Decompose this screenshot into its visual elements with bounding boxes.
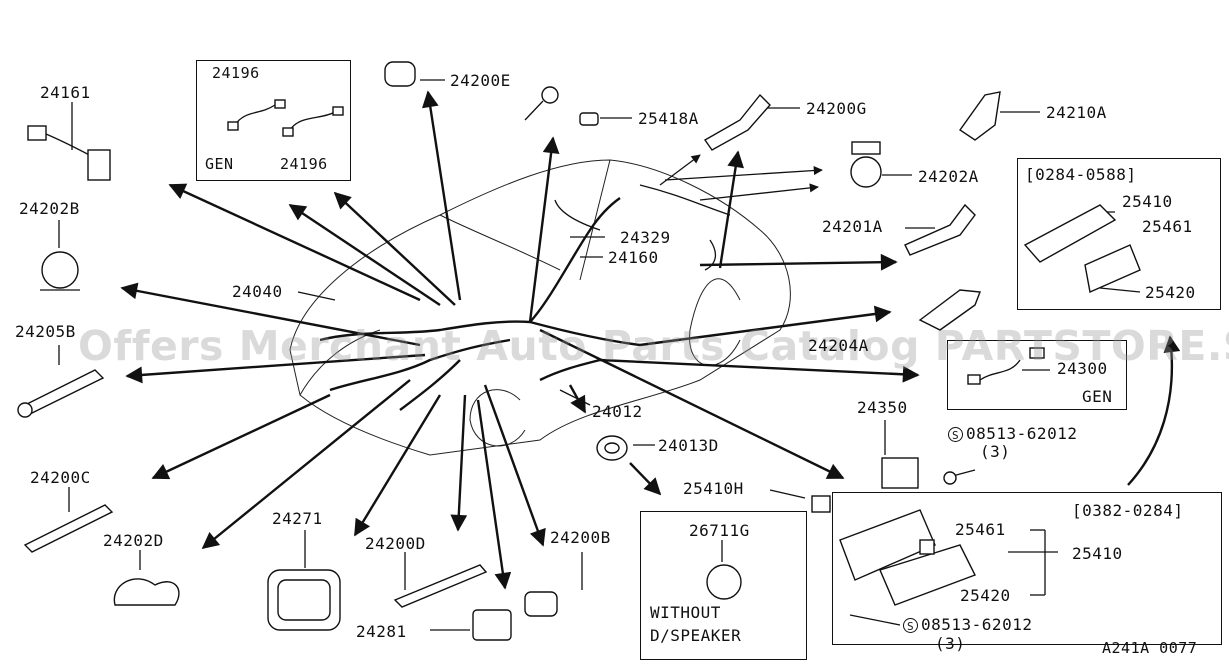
part-24200D-strap bbox=[393, 564, 488, 608]
part-24161-connector bbox=[27, 125, 111, 181]
part-24350-relay bbox=[881, 457, 957, 489]
label-24040: 24040 bbox=[232, 282, 283, 301]
label-24329: 24329 bbox=[620, 228, 671, 247]
part-25410H-clip bbox=[811, 495, 831, 513]
label-without: WITHOUT bbox=[650, 603, 721, 622]
without-speaker-box bbox=[640, 511, 807, 660]
wiring-harness bbox=[319, 184, 731, 411]
s-symbol-icon: S bbox=[948, 427, 963, 442]
label-24200E: 24200E bbox=[450, 71, 511, 90]
label-range-top-25461: 25461 bbox=[1142, 217, 1193, 236]
label-range-bot-25461: 25461 bbox=[955, 520, 1006, 539]
label-range-bot-25420: 25420 bbox=[960, 586, 1011, 605]
label-24201A: 24201A bbox=[822, 217, 883, 236]
s-symbol-icon: S bbox=[903, 618, 918, 633]
gen-harness-box-right bbox=[947, 340, 1127, 410]
label-24012: 24012 bbox=[592, 402, 643, 421]
label-24013D: 24013D bbox=[658, 436, 719, 455]
part-24201A-bracket bbox=[904, 203, 976, 256]
part-24204A-protector bbox=[918, 289, 981, 331]
label-24202B: 24202B bbox=[19, 199, 80, 218]
part-26711G-plug bbox=[706, 564, 742, 600]
label-24160: 24160 bbox=[608, 248, 659, 267]
part-24202D-clamp bbox=[113, 578, 180, 606]
gen-harness-box bbox=[196, 60, 351, 181]
label-24202A: 24202A bbox=[918, 167, 979, 186]
part-24281-connector bbox=[472, 609, 512, 641]
part-24200C-strap bbox=[23, 504, 114, 553]
label-range-top-25410: 25410 bbox=[1122, 192, 1173, 211]
part-24013D-grommet bbox=[596, 435, 628, 461]
label-24161: 24161 bbox=[40, 83, 91, 102]
bolt-bottom-code: 08513-62012 bbox=[921, 615, 1033, 634]
label-bolt-top-qty: (3) bbox=[980, 442, 1011, 461]
label-24300: 24300 bbox=[1057, 359, 1108, 378]
label-range-top: [0284-0588] bbox=[1025, 165, 1137, 184]
label-25418A: 25418A bbox=[638, 109, 699, 128]
watermark: Offers Merchant Auto Parts Catalog PARTS… bbox=[78, 322, 1229, 370]
part-24200G-bracket bbox=[703, 93, 771, 151]
leader-arrows bbox=[120, 90, 1181, 590]
label-gen-right: GEN bbox=[1082, 387, 1113, 406]
label-24196-bottom: 24196 bbox=[280, 155, 328, 173]
part-25410-panel-top bbox=[1023, 204, 1141, 293]
label-24281: 24281 bbox=[356, 622, 407, 641]
label-24200D: 24200D bbox=[365, 534, 426, 553]
part-24271-seal bbox=[267, 569, 341, 631]
label-24271: 24271 bbox=[272, 509, 323, 528]
range-0284-0588-box bbox=[1017, 158, 1221, 310]
part-24202A-clamp bbox=[850, 141, 882, 188]
diagram-id: A241A 0077 bbox=[1102, 639, 1198, 657]
label-24210A: 24210A bbox=[1046, 103, 1107, 122]
label-d-speaker: D/SPEAKER bbox=[650, 626, 742, 645]
part-25410-panel-bot bbox=[839, 509, 976, 606]
label-24350: 24350 bbox=[857, 398, 908, 417]
part-25418A-bolt bbox=[524, 86, 599, 126]
part-24200E-clip bbox=[384, 61, 416, 87]
part-24210A-bracket bbox=[959, 91, 1001, 141]
part-24300-harness bbox=[967, 347, 1045, 385]
label-range-bot-25410: 25410 bbox=[1072, 544, 1123, 563]
part-24200B-clip bbox=[524, 591, 558, 617]
car-body-outline bbox=[289, 159, 791, 456]
label-24200G: 24200G bbox=[806, 99, 867, 118]
label-25410H: 25410H bbox=[683, 479, 744, 498]
part-24202B-clamp bbox=[40, 251, 80, 291]
label-24204A: 24204A bbox=[808, 336, 869, 355]
label-24205B: 24205B bbox=[15, 322, 76, 341]
label-range-top-25420: 25420 bbox=[1145, 283, 1196, 302]
label-24202D: 24202D bbox=[103, 531, 164, 550]
label-24200B: 24200B bbox=[550, 528, 611, 547]
label-26711G: 26711G bbox=[689, 521, 750, 540]
part-24196-harness bbox=[227, 99, 344, 137]
label-bolt-bottom-qty: (3) bbox=[935, 634, 966, 653]
label-gen-top: GEN bbox=[205, 155, 234, 173]
label-24200C: 24200C bbox=[30, 468, 91, 487]
range-0382-0284-box bbox=[832, 492, 1222, 645]
label-24196-top: 24196 bbox=[212, 64, 260, 82]
part-24205B-strap bbox=[17, 369, 105, 418]
bolt-top-code: 08513-62012 bbox=[966, 424, 1078, 443]
label-range-bot: [0382-0284] bbox=[1072, 501, 1184, 520]
